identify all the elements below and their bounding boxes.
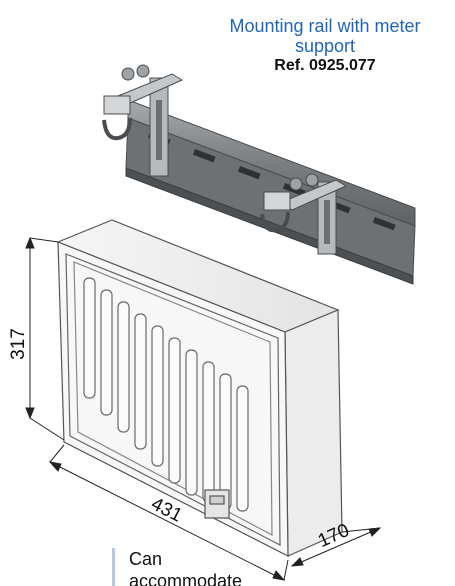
rail-title: Mounting rail with meter support (229, 16, 421, 56)
dimension-lines (25, 236, 382, 581)
capacity-note-text: Can accommodate (129, 549, 243, 586)
height-dimension-label: 317 (8, 328, 29, 360)
right-meter-bracket (260, 173, 348, 255)
left-meter-bracket (102, 64, 184, 177)
rail-caption: Mounting rail with meter support Ref. 09… (195, 16, 455, 76)
rail-reference: Ref. 0925.077 (274, 57, 376, 74)
mounting-rail-illustration (102, 64, 416, 285)
capacity-note: Can accommodate (112, 548, 249, 586)
enclosure-illustration (56, 219, 343, 557)
